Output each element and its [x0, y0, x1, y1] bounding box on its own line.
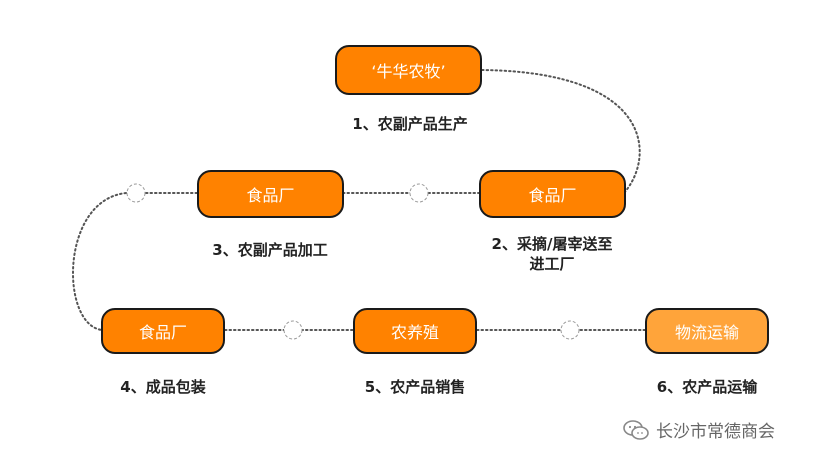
node-factory-right: 食品厂: [479, 170, 626, 218]
node-logistics-label: 物流运输: [674, 323, 739, 342]
watermark-text: 长沙市常德商会: [656, 422, 775, 442]
step-2-caption-line1: 2、采摘/屠宰送至: [491, 235, 613, 253]
node-breeding: 农养殖: [353, 308, 477, 354]
node-factory-left: 食品厂: [197, 170, 344, 218]
connector-dot-middle: [409, 183, 429, 203]
watermark: 长沙市常德商会: [622, 417, 775, 442]
connector-left-loop: [72, 192, 127, 331]
step-6-caption: 6、农产品运输: [656, 378, 758, 396]
node-farm-label: ‘牛华农牧’: [371, 62, 446, 81]
step-2-caption: 2、采摘/屠宰送至 进工厂: [472, 234, 632, 274]
node-logistics: 物流运输: [645, 308, 769, 354]
connector-farm-to-factory: [481, 69, 641, 194]
step-2-caption-line2: 进工厂: [529, 255, 575, 273]
step-1-caption: 1、农副产品生产: [352, 115, 468, 133]
node-breeding-label: 农养殖: [390, 323, 439, 342]
node-factory-bottom-label: 食品厂: [138, 323, 187, 342]
node-factory-right-label: 食品厂: [528, 186, 577, 205]
connector-dot-bottom-1: [283, 320, 303, 340]
step-3-caption: 3、农副产品加工: [212, 241, 328, 259]
node-factory-bottom: 食品厂: [101, 308, 225, 354]
connector-dot-left: [126, 183, 146, 203]
step-5-caption: 5、农产品销售: [364, 378, 466, 396]
node-farm: ‘牛华农牧’: [335, 45, 482, 95]
wechat-icon: [623, 419, 649, 440]
step-4-caption: 4、成品包装: [120, 378, 206, 396]
node-factory-left-label: 食品厂: [246, 186, 295, 205]
connector-dot-bottom-2: [560, 320, 580, 340]
